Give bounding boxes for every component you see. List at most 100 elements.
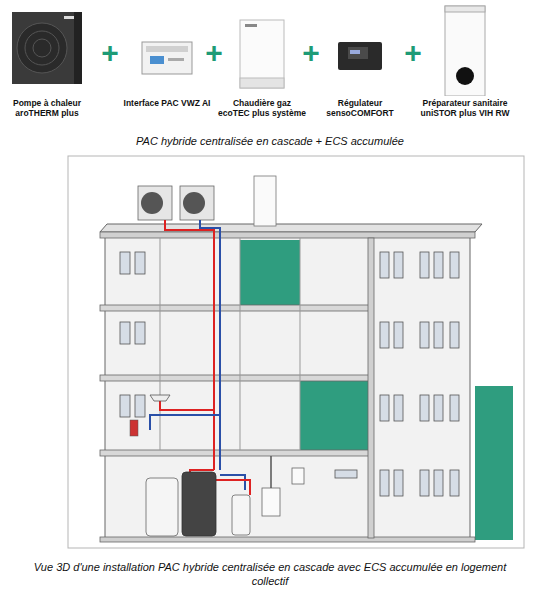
windows (394, 395, 403, 421)
product-image (348, 47, 368, 59)
pipes (150, 415, 220, 430)
product-label: Chaudière gaz ecoTEC plus système (217, 98, 307, 118)
green-panel (300, 380, 368, 450)
building (100, 537, 475, 542)
windows (420, 252, 429, 278)
pipes (165, 220, 214, 470)
windows (434, 395, 443, 421)
product-image (12, 12, 82, 84)
sink (130, 395, 170, 436)
building (300, 238, 301, 450)
windows (420, 470, 429, 496)
product-node: Régulateur sensoCOMFORT (314, 4, 406, 118)
windows (380, 395, 389, 421)
product-image (240, 20, 284, 88)
sink (150, 395, 170, 401)
windows (450, 252, 459, 278)
basement-equipment (262, 488, 280, 516)
product-image (350, 50, 360, 54)
windows (420, 322, 429, 348)
windows (135, 252, 145, 274)
windows (394, 470, 403, 496)
pipes (200, 220, 220, 470)
product-image (150, 56, 164, 64)
product-label: Interface PAC VWZ AI (122, 98, 212, 108)
windows (450, 322, 459, 348)
product-label: Régulateur sensoCOMFORT (314, 98, 406, 118)
windows (394, 252, 403, 278)
building (368, 238, 374, 538)
basement-equipment (232, 495, 250, 535)
roof-heat-pumps (141, 192, 163, 214)
basement-equipment (146, 456, 304, 536)
windows (420, 395, 429, 421)
windows (135, 322, 145, 344)
basement-equipment (292, 468, 304, 484)
sink (130, 420, 138, 436)
green-panel (475, 386, 513, 540)
product-image (338, 42, 382, 70)
green-panel (240, 240, 300, 305)
building (105, 232, 470, 540)
product-label: Pompe à chaleur aroTHERM plus (2, 98, 92, 118)
windows (380, 252, 389, 278)
windows (120, 252, 459, 496)
roof-heat-pumps (138, 186, 172, 220)
product-image (142, 42, 192, 74)
roof-heat-pumps (180, 186, 214, 220)
product-node: Pompe à chaleur aroTHERM plus (2, 4, 92, 118)
product-image (445, 6, 485, 96)
basement-equipment (182, 472, 216, 536)
basement-equipment (146, 478, 178, 536)
product-node: Préparateur sanitaire uniSTOR plus VIH R… (413, 4, 517, 118)
windows (335, 470, 357, 478)
product-image (314, 4, 406, 96)
product-image (245, 24, 257, 27)
product-image (33, 39, 51, 57)
plus-sign: + (398, 38, 428, 68)
illustration-frame (68, 156, 524, 548)
product-image (64, 16, 74, 19)
roof-heat-pumps (138, 176, 276, 226)
product-image (413, 4, 517, 96)
building (100, 224, 513, 542)
building (160, 238, 161, 450)
pipes (220, 475, 245, 490)
product-image (240, 78, 284, 88)
product-node: Interface PAC VWZ AI (122, 4, 212, 108)
product-node: Chaudière gaz ecoTEC plus système (217, 4, 307, 118)
product-image (2, 4, 92, 96)
product-image (122, 4, 212, 96)
product-image (17, 23, 67, 73)
product-image (146, 46, 188, 52)
windows (450, 470, 459, 496)
product-image (456, 67, 474, 85)
windows (135, 395, 145, 417)
building (100, 232, 475, 238)
plus-sign: + (95, 38, 125, 68)
windows (450, 395, 459, 421)
product-image (168, 58, 184, 61)
building (100, 375, 372, 381)
pipes (150, 220, 250, 495)
product-image (74, 12, 82, 84)
building (100, 224, 482, 232)
windows (380, 470, 389, 496)
plus-sign: + (296, 38, 326, 68)
windows (120, 322, 130, 344)
chimney-flue (254, 176, 276, 226)
windows (394, 322, 403, 348)
windows (434, 252, 443, 278)
building (100, 450, 372, 456)
building (100, 305, 372, 311)
windows (380, 322, 389, 348)
roof-heat-pumps (183, 192, 205, 214)
pipes (214, 480, 250, 495)
top-caption: PAC hybride centralisée en cascade + ECS… (0, 134, 540, 148)
product-label: Préparateur sanitaire uniSTOR plus VIH R… (413, 98, 517, 118)
windows (434, 322, 443, 348)
product-image (217, 4, 307, 96)
basement-equipment (270, 456, 272, 488)
plus-sign: + (199, 38, 229, 68)
